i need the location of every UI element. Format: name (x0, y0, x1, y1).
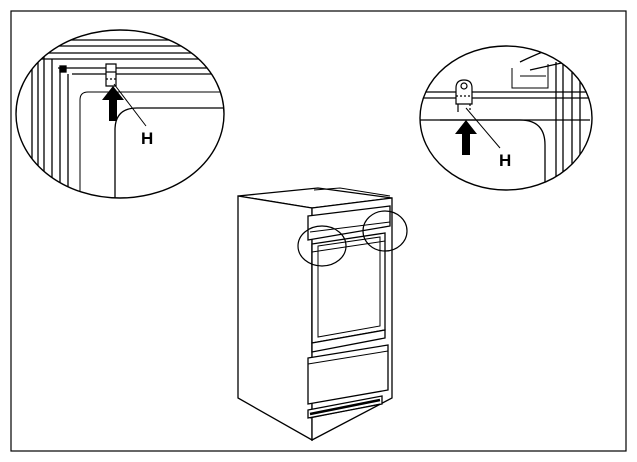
up-arrow-icon (455, 120, 477, 155)
left-callout-label: H (141, 129, 153, 148)
up-arrow-icon (102, 86, 124, 121)
right-callout-label: H (499, 151, 511, 170)
left-detail-marker (297, 225, 347, 267)
right-detail-marker (362, 210, 408, 252)
cabinet-illustration (237, 187, 393, 442)
